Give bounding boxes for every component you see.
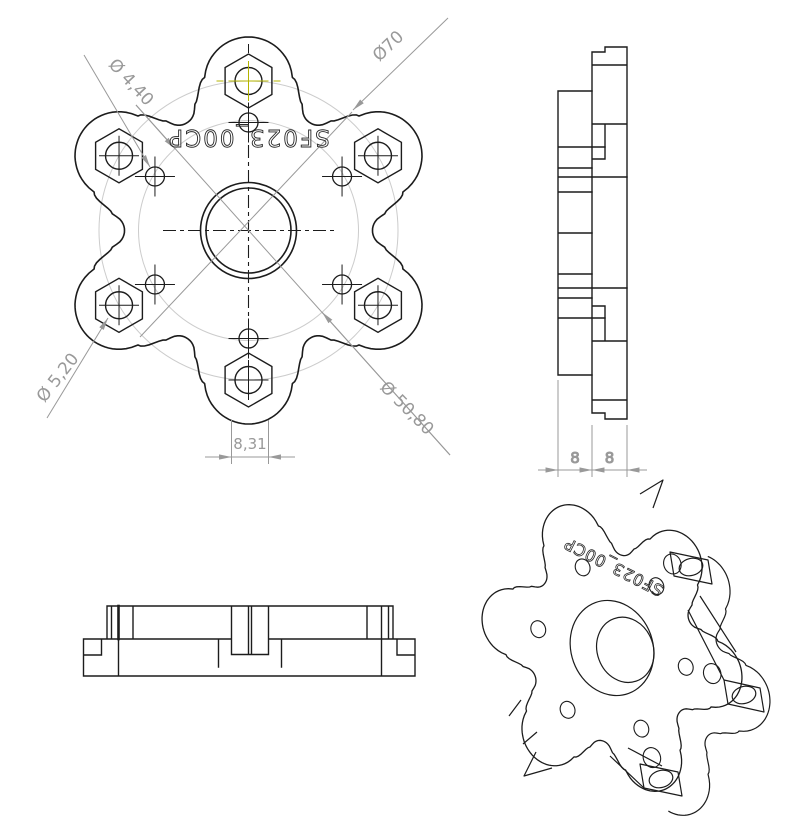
iso-inner-hole bbox=[676, 656, 696, 677]
dim-arrow-inner-bcd-nw bbox=[135, 104, 176, 150]
dim-label-hub-thickness: 8 bbox=[605, 449, 615, 467]
iso-top-spike bbox=[639, 479, 664, 509]
iso-lobe-hole bbox=[661, 552, 684, 577]
iso-inner-hole bbox=[573, 557, 593, 578]
iso-boss-top-right bbox=[669, 551, 713, 585]
dim-label-inner-bcd: Ø 50,80 bbox=[376, 378, 438, 440]
iso-boss-top-right-hole bbox=[678, 557, 704, 577]
side-view-dimensions: 8 8 bbox=[538, 380, 647, 477]
bottom-view-outline bbox=[82, 605, 416, 677]
iso-boss-bottom bbox=[639, 763, 683, 797]
iso-lobe-hole bbox=[701, 661, 724, 686]
dim-label-outer-bcd: Ø70 bbox=[369, 27, 408, 66]
iso-inner-hole bbox=[558, 699, 578, 720]
iso-boss-mid-right bbox=[723, 679, 765, 713]
iso-arm-lines bbox=[609, 595, 737, 789]
iso-back-group bbox=[591, 553, 788, 821]
front-view bbox=[74, 36, 423, 425]
iso-inner-hole bbox=[632, 718, 652, 739]
hex-boss bbox=[353, 277, 403, 334]
isometric-view-details bbox=[508, 479, 765, 797]
leader-lobe-hole-dia bbox=[46, 317, 109, 419]
leader-outer-bcd bbox=[352, 17, 449, 111]
iso-bore-chamfer bbox=[557, 589, 667, 708]
part-outline bbox=[74, 36, 423, 425]
iso-boss-mid-right-hole bbox=[731, 685, 757, 705]
iso-face-group bbox=[453, 467, 771, 829]
iso-left-notches bbox=[508, 699, 553, 777]
hex-boss bbox=[224, 53, 273, 109]
front-view-dimensions bbox=[46, 17, 451, 464]
bottom-view bbox=[82, 604, 416, 677]
leader-inner-hole-dia bbox=[83, 54, 151, 168]
dim-label-flange-thickness: 8 bbox=[570, 449, 580, 467]
hex-boss bbox=[94, 127, 144, 184]
iso-back-rim bbox=[591, 553, 788, 821]
iso-inner-hole bbox=[528, 619, 548, 640]
part-number-engraving: SF023_00CP bbox=[167, 124, 329, 150]
dim-label-neck-width: 8,31 bbox=[233, 435, 266, 453]
hex-boss bbox=[94, 277, 144, 334]
dim-arrow-inner-bcd-se bbox=[321, 311, 451, 456]
front-view-dimension-labels: Ø 4,40 Ø70 Ø 5,20 Ø 50,80 8,31 SF023_00C… bbox=[33, 27, 438, 453]
hex-boss bbox=[353, 127, 403, 184]
dim-label-lobe-hole-dia: Ø 5,20 bbox=[33, 349, 84, 406]
side-view-hub-profile bbox=[591, 46, 628, 420]
iso-boss-bottom-hole bbox=[648, 769, 674, 789]
side-view bbox=[557, 46, 628, 420]
radial-centerline bbox=[139, 111, 353, 338]
iso-inner-hole bbox=[647, 576, 667, 597]
iso-bore bbox=[588, 609, 663, 690]
isometric-view bbox=[453, 467, 788, 829]
iso-face-outline bbox=[453, 467, 771, 829]
